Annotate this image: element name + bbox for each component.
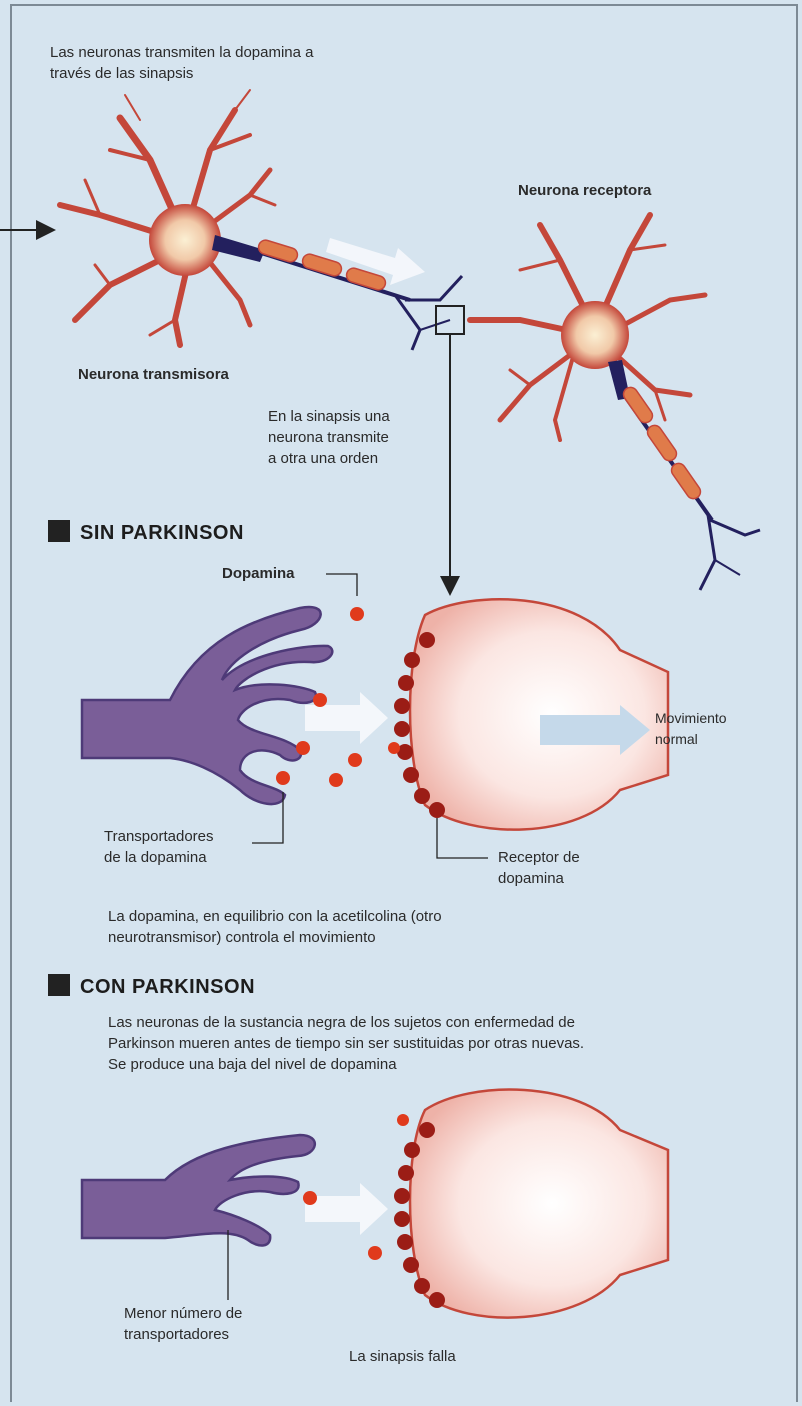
movement-line-1: Movimiento: [655, 708, 727, 729]
receptor-line-2: dopamina: [498, 868, 580, 889]
parkinson-line-3: Se produce una baja del nivel de dopamin…: [108, 1054, 584, 1075]
balance-note: La dopamina, en equilibrio con la acetil…: [108, 906, 442, 948]
fewer-transporters-line-1: Menor número de: [124, 1303, 242, 1324]
presynaptic-terminal-normal: [82, 607, 332, 804]
parkinson-line-1: Las neuronas de la sustancia negra de lo…: [108, 1012, 584, 1033]
transmitter-label: Neurona transmisora: [78, 364, 229, 385]
axon-hillock: [212, 235, 265, 262]
section-square-icon: [48, 520, 70, 542]
balance-line-2: neurotransmisor) controla el movimiento: [108, 927, 442, 948]
movement-label: Movimiento normal: [655, 708, 727, 750]
synapse-note-line-1: En la sinapsis una: [268, 406, 390, 427]
receptor-label: Receptor de dopamina: [498, 847, 580, 889]
intro-text: Las neuronas transmiten la dopamina a tr…: [50, 42, 314, 84]
section-without-parkinson: SIN PARKINSON: [48, 520, 244, 545]
section-square-icon: [48, 974, 70, 996]
receptor-line-1: Receptor de: [498, 847, 580, 868]
section-without-title: SIN PARKINSON: [80, 522, 244, 544]
receiver-soma: [561, 301, 629, 369]
balance-line-1: La dopamina, en equilibrio con la acetil…: [108, 906, 442, 927]
presynaptic-terminal-parkinson: [82, 1135, 315, 1245]
receiver-axon: [621, 385, 760, 590]
transporters-line-1: Transportadores: [104, 826, 214, 847]
postsynaptic-bulb-parkinson: [410, 1090, 668, 1318]
parkinson-line-2: Parkinson mueren antes de tiempo sin ser…: [108, 1033, 584, 1054]
synapse-note-line-3: a otra una orden: [268, 448, 390, 469]
dopamine-dots-parkinson: [303, 1114, 409, 1260]
section-with-parkinson: CON PARKINSON: [48, 974, 255, 999]
intro-line-2: través de las sinapsis: [50, 63, 314, 84]
transmitter-soma: [149, 204, 221, 276]
synapse-note: En la sinapsis una neurona transmite a o…: [268, 406, 390, 469]
movement-line-2: normal: [655, 729, 727, 750]
intro-line-1: Las neuronas transmiten la dopamina a: [50, 42, 314, 63]
receiver-label: Neurona receptora: [518, 180, 651, 201]
transporters-label: Transportadores de la dopamina: [104, 826, 214, 868]
synapse-arrow-parkinson: [305, 1183, 388, 1235]
synapse-note-line-2: neurona transmite: [268, 427, 390, 448]
synapse-fails-label: La sinapsis falla: [349, 1346, 456, 1367]
dopamine-label: Dopamina: [222, 563, 295, 584]
fewer-transporters-label: Menor número de transportadores: [124, 1303, 242, 1345]
parkinson-text: Las neuronas de la sustancia negra de lo…: [108, 1012, 584, 1075]
fewer-transporters-line-2: transportadores: [124, 1324, 242, 1345]
transporters-line-2: de la dopamina: [104, 847, 214, 868]
section-with-title: CON PARKINSON: [80, 976, 255, 998]
